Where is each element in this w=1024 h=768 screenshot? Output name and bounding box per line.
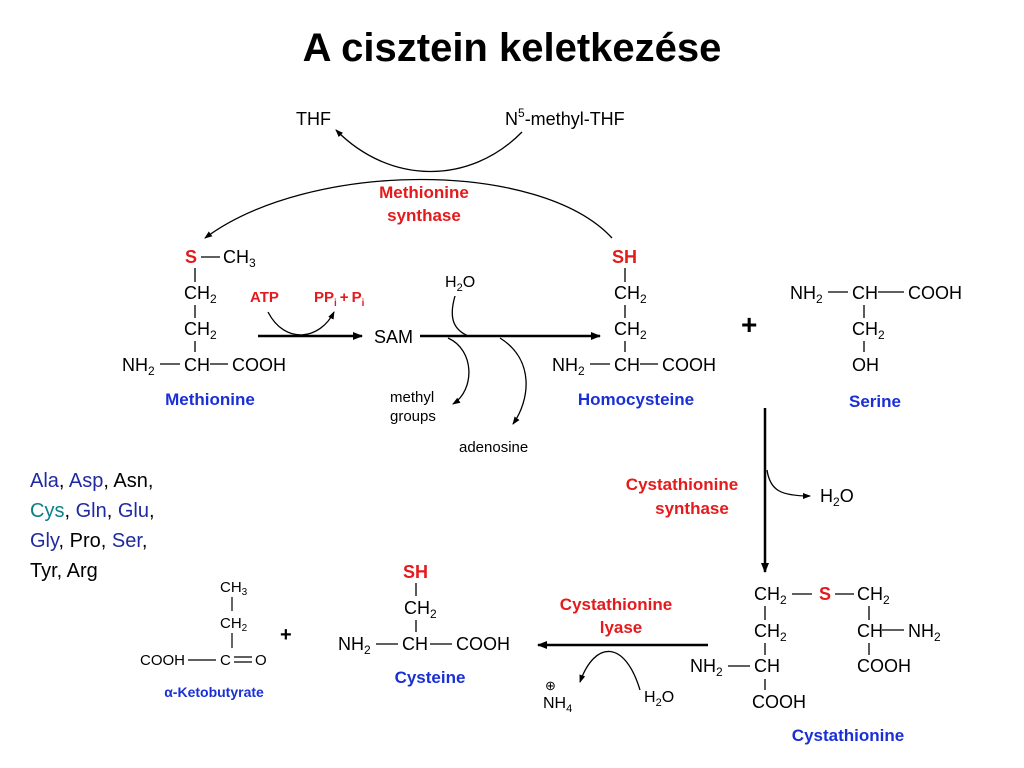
methyl-groups-line-2: groups	[390, 408, 436, 425]
svg-text:CH: CH	[852, 283, 878, 303]
methyl-groups-arrow	[447, 337, 470, 405]
svg-text:CH2: CH2	[857, 584, 890, 607]
svg-text:NH2: NH2	[338, 634, 371, 657]
cystathionine-lyase-line-1: Cystathionine	[560, 595, 672, 614]
thf-regeneration-arrow	[335, 129, 523, 173]
page-title: A cisztein keletkezése	[302, 26, 722, 70]
svg-text:CH: CH	[184, 355, 210, 375]
adenosine-arrow	[499, 337, 527, 425]
amino-acid: Gly	[30, 530, 59, 552]
svg-text:NH2: NH2	[552, 355, 585, 378]
methionine-label: Methionine	[165, 390, 255, 409]
svg-text:C: C	[220, 652, 231, 669]
sulfur-atom: S	[185, 247, 197, 267]
adenosine-label: adenosine	[459, 439, 528, 456]
svg-text:CH2: CH2	[220, 615, 248, 634]
cystathionine-synthase-line-2: synthase	[655, 499, 729, 518]
lyase-side-arrow	[579, 650, 641, 691]
cystathionine-synthase-line-1: Cystathionine	[626, 475, 738, 494]
thiol-group: SH	[403, 562, 428, 582]
amino-acid-list: Ala, Asp, Asn, Cys, Gln, Glu, Gly, Pro, …	[30, 466, 155, 586]
svg-text:CH2: CH2	[852, 319, 885, 342]
plus-sign: +	[741, 309, 757, 340]
atp-label: ATP	[250, 289, 279, 306]
methyl-thf-label: N5-methyl-THF	[505, 106, 625, 129]
thiol-group: SH	[612, 247, 637, 267]
ammonium-charge: ⊕	[545, 678, 556, 693]
svg-text:O: O	[255, 652, 267, 669]
thf-label: THF	[296, 109, 331, 129]
methyl-groups-line-1: methyl	[390, 389, 434, 406]
h2o-label-cs: H2O	[820, 486, 854, 509]
cysteine-structure: SH CH2 NH2 CH COOH	[338, 562, 510, 657]
h2o-input-arrow	[451, 295, 469, 337]
amino-acid: Gln	[75, 500, 107, 522]
svg-text:CH: CH	[402, 634, 428, 654]
amino-acid: Ser	[111, 530, 142, 552]
methyl-transfer-arrow	[204, 178, 613, 239]
amino-acid: Ala	[30, 470, 59, 492]
ammonium-label: NH4	[543, 695, 572, 715]
svg-text:COOH: COOH	[857, 656, 911, 676]
svg-text:COOH: COOH	[662, 355, 716, 375]
amino-acid: Cys	[30, 500, 65, 522]
svg-text:COOH: COOH	[456, 634, 510, 654]
svg-text:COOH: COOH	[140, 652, 185, 669]
ketobutyrate-label: α-Ketobutyrate	[164, 684, 264, 700]
h2o-label-sam: H2O	[445, 274, 475, 294]
svg-text:NH2: NH2	[122, 355, 155, 378]
cysteine-label: Cysteine	[395, 668, 466, 687]
svg-text:CH: CH	[754, 656, 780, 676]
amino-acid-line-1: Ala, Asp, Asn,	[30, 470, 154, 492]
svg-text:CH2: CH2	[614, 319, 647, 342]
amino-acid-line-3: Gly, Pro, Ser,	[30, 530, 148, 552]
svg-text:CH3: CH3	[223, 247, 256, 270]
svg-text:CH: CH	[857, 621, 883, 641]
svg-text:CH: CH	[614, 355, 640, 375]
svg-text:NH2: NH2	[690, 656, 723, 679]
svg-text:COOH: COOH	[752, 692, 806, 712]
ketobutyrate-structure: CH3 CH2 COOH C O	[140, 579, 267, 669]
svg-text:CH2: CH2	[614, 283, 647, 306]
svg-text:OH: OH	[852, 355, 879, 375]
svg-text:CH2: CH2	[184, 283, 217, 306]
svg-text:CH2: CH2	[754, 621, 787, 644]
svg-text:CH3: CH3	[220, 579, 248, 598]
cystathionine-lyase-line-2: lyase	[600, 618, 643, 637]
homocysteine-label: Homocysteine	[578, 390, 694, 409]
amino-acid-line-2: Cys, Gln, Glu,	[30, 500, 155, 522]
serine-label: Serine	[849, 392, 901, 411]
amino-acid: Tyr, Arg	[30, 560, 98, 582]
ppi-pi-label: PPi+Pi	[314, 289, 365, 309]
methionine-synthase-line-2: synthase	[387, 206, 461, 225]
svg-text:NH2: NH2	[790, 283, 823, 306]
svg-text:S: S	[819, 584, 831, 604]
homocysteine-structure: SH CH2 CH2 NH2 CH COOH	[552, 247, 716, 378]
methionine-synthase-line-1: Methionine	[379, 183, 469, 202]
amino-acid: Asp	[68, 470, 104, 492]
methionine-structure: S CH3 CH2 CH2 NH2 CH COOH	[122, 247, 286, 378]
svg-text:COOH: COOH	[232, 355, 286, 375]
cystathionine-structure: CH2 S CH2 CH2 CH NH2 NH2 CH COOH COOH	[690, 584, 941, 712]
svg-text:CH2: CH2	[404, 598, 437, 621]
h2o-label-lyase: H2O	[644, 689, 674, 709]
svg-text:NH2: NH2	[908, 621, 941, 644]
sam-label: SAM	[374, 327, 413, 347]
serine-structure: NH2 CH COOH CH2 OH	[790, 283, 962, 375]
svg-text:CH2: CH2	[184, 319, 217, 342]
plus-sign: +	[280, 624, 292, 646]
atp-hydrolysis-arrow	[267, 311, 335, 336]
cystathionine-label: Cystathionine	[792, 726, 904, 745]
svg-text:CH2: CH2	[754, 584, 787, 607]
amino-acid-line-4: Tyr, Arg	[30, 556, 155, 586]
h2o-release-arrow	[766, 469, 811, 499]
amino-acid: Glu	[117, 500, 149, 522]
svg-text:COOH: COOH	[908, 283, 962, 303]
